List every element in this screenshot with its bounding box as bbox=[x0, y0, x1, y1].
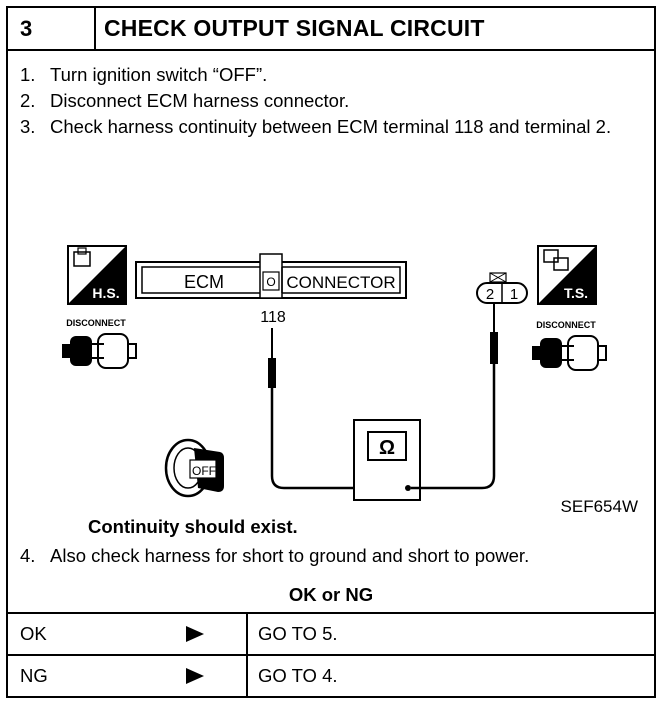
instruction-item: 4. Also check harness for short to ground… bbox=[20, 543, 529, 569]
instruction-item: 2. Disconnect ECM harness connector. bbox=[20, 88, 650, 114]
instruction-item: 1. Turn ignition switch “OFF”. bbox=[20, 62, 650, 88]
result-label: OK bbox=[20, 623, 47, 644]
sensor-connector: 2 1 bbox=[476, 272, 528, 304]
terminal-118-label: 118 bbox=[260, 309, 286, 326]
disconnect-left-icon: DISCONNECT bbox=[62, 318, 137, 369]
result-label: NG bbox=[20, 665, 48, 686]
pin-1-label: 1 bbox=[510, 286, 518, 303]
ts-label: T.S. bbox=[564, 285, 588, 301]
instruction-list: 1. Turn ignition switch “OFF”. 2. Disconne… bbox=[20, 62, 650, 140]
probe-wire-right bbox=[405, 302, 498, 491]
ecm-pin-marker: O bbox=[266, 275, 275, 289]
column-divider bbox=[246, 614, 248, 654]
disconnect-right-icon: DISCONNECT bbox=[532, 320, 607, 371]
ohm-symbol: Ω bbox=[379, 437, 395, 459]
result-title: OK or NG bbox=[288, 584, 374, 605]
instruction-text: Check harness continuity between ECM ter… bbox=[50, 116, 612, 137]
result-row-ok: OK GO TO 5. bbox=[8, 612, 654, 654]
instruction-number: 1. bbox=[20, 64, 36, 85]
result-action: GO TO 4. bbox=[258, 665, 338, 686]
arrow-right-icon bbox=[186, 626, 204, 642]
harness-side-icon: H.S. bbox=[67, 245, 127, 305]
procedure-frame: 3 CHECK OUTPUT SIGNAL CIRCUIT 1. Turn ign… bbox=[6, 6, 656, 698]
terminal-side-icon: T.S. bbox=[537, 245, 597, 305]
instruction-number: 2. bbox=[20, 90, 36, 111]
instruction-text: Also check harness for short to ground a… bbox=[50, 545, 530, 566]
step-header: 3 CHECK OUTPUT SIGNAL CIRCUIT bbox=[8, 8, 654, 51]
result-row-ng: NG GO TO 4. bbox=[8, 654, 654, 696]
instruction-number: 4. bbox=[20, 545, 36, 566]
pin-2-label: 2 bbox=[486, 286, 494, 303]
key-off-label: OFF bbox=[192, 464, 216, 478]
circuit-diagram: H.S. O ECM CONNECTOR 118 DISCONNECT bbox=[62, 245, 638, 516]
continuity-note: Continuity should exist. bbox=[88, 516, 298, 537]
figure-id: SEF654W bbox=[561, 497, 638, 516]
instruction-text: Disconnect ECM harness connector. bbox=[50, 90, 350, 111]
step-title: CHECK OUTPUT SIGNAL CIRCUIT bbox=[104, 15, 485, 41]
disconnect-right-label: DISCONNECT bbox=[536, 320, 596, 330]
instruction-item: 3. Check harness continuity between ECM t… bbox=[20, 114, 635, 140]
step-number: 3 bbox=[8, 8, 96, 49]
arrow-right-icon bbox=[186, 668, 204, 684]
instruction-number: 3. bbox=[20, 116, 36, 137]
connector-label: CONNECTOR bbox=[286, 273, 395, 292]
hs-label: H.S. bbox=[92, 285, 119, 301]
ignition-key-icon: OFF bbox=[164, 438, 224, 498]
instruction-text: Turn ignition switch “OFF”. bbox=[50, 64, 268, 85]
ecm-label: ECM bbox=[184, 272, 224, 292]
disconnect-left-label: DISCONNECT bbox=[66, 318, 126, 328]
column-divider bbox=[246, 656, 248, 696]
result-action: GO TO 5. bbox=[258, 623, 338, 644]
ecm-connector: O ECM CONNECTOR 118 bbox=[135, 253, 407, 326]
